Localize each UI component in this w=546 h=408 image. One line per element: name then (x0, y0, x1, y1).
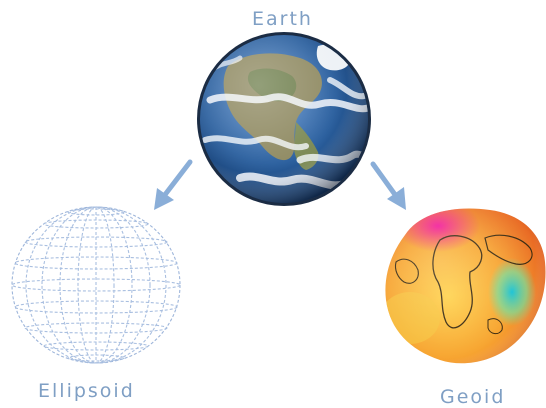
arrow-earth-to-geoid (370, 161, 406, 210)
ellipsoid-label: Ellipsoid (38, 380, 135, 402)
earth-globe-icon (197, 32, 371, 206)
geoid-surface-icon (385, 208, 546, 364)
earth-label: Earth (252, 8, 313, 30)
arrow-earth-to-ellipsoid (154, 159, 193, 210)
geoid-label: Geoid (440, 386, 506, 408)
ellipsoid-wireframe-icon (11, 206, 181, 364)
